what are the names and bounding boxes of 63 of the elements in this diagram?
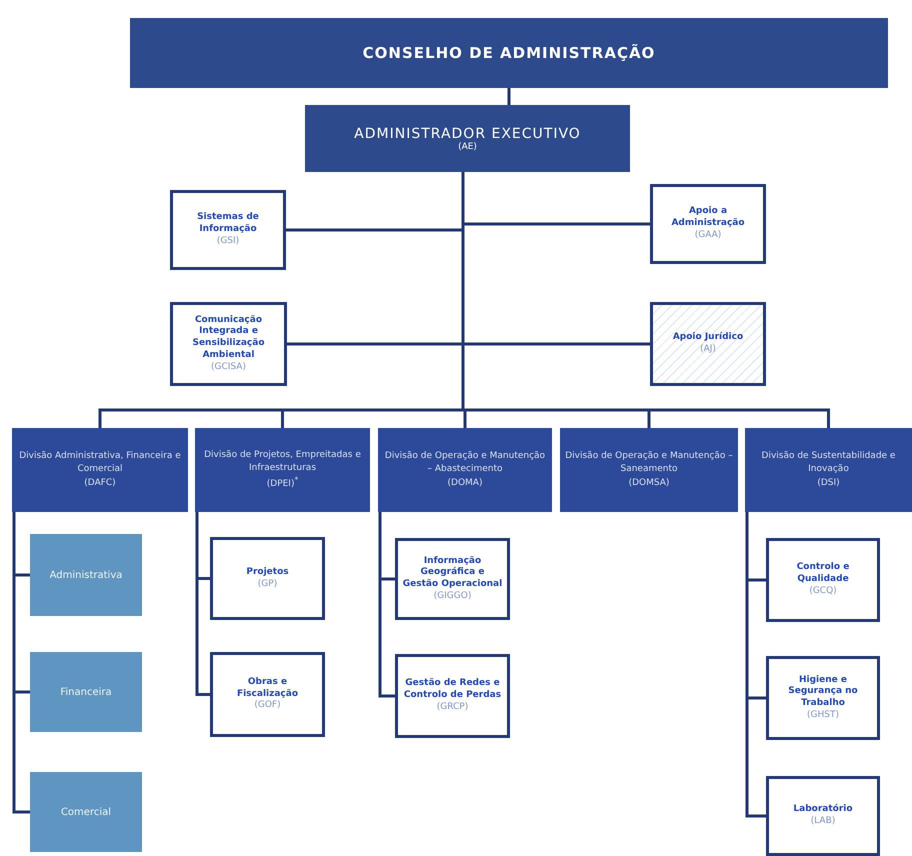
board-box <box>130 18 888 88</box>
section-box <box>30 534 142 616</box>
unit-box <box>210 652 325 737</box>
unit-code: (DPEI)$^{*}$ <box>266 475 298 492</box>
division-box <box>560 428 738 512</box>
unit-name: Divisão Administrativa, Financeira e Comercial <box>18 450 182 476</box>
unit-box <box>766 538 880 622</box>
unit-name: Gestão de Redes e Controlo de Perdas <box>402 678 502 702</box>
unit-code: (GCQ) <box>809 586 837 598</box>
section-box <box>30 772 142 852</box>
unit-name: Divisão de Operação e Manutenção – Saneamento <box>564 450 734 476</box>
unit-name: Comercial <box>60 806 112 818</box>
connector-line <box>746 512 766 818</box>
unit-code: (GAA) <box>694 230 722 242</box>
unit-name: CONSELHO DE ADMINISTRAÇÃO <box>362 44 656 62</box>
division-box <box>195 428 370 512</box>
unit-name: Projetos <box>246 566 289 578</box>
unit-name: ADMINISTRADOR EXECUTIVO <box>354 126 581 142</box>
unit-name: Comunicação Integrada e Sensibilização Ambiental <box>191 314 266 362</box>
unit-name: Informação Geográfica e Gestão Operacional <box>402 556 503 591</box>
unit-name: Financeira <box>60 686 112 698</box>
unit-name: Apoio Jurídico <box>672 332 744 344</box>
unit-code: (GP) <box>258 578 278 590</box>
unit-name: Divisão de Projetos, Empreitadas e Infraestruturas <box>203 448 362 475</box>
unit-box <box>395 538 510 620</box>
unit-box <box>210 537 325 620</box>
unit-box <box>766 776 880 856</box>
unit-code: (LAB) <box>810 816 836 828</box>
executive-box <box>305 105 630 172</box>
section-box <box>30 652 142 732</box>
unit-code: (GHST) <box>807 710 839 722</box>
unit-name: Divisão de Operação e Manutenção – Abastecimento <box>384 450 546 476</box>
unit-name: Laboratório <box>793 804 853 816</box>
division-box <box>12 428 188 512</box>
unit-name: Sistemas de Informação <box>196 212 260 236</box>
unit-name: Divisão de Sustentabilidade e Inovação <box>760 450 896 476</box>
unit-code: (DOMSA) <box>628 476 670 490</box>
staff-unit-box <box>170 190 286 270</box>
unit-code: (DAFC) <box>84 476 116 490</box>
connector-line <box>508 88 510 105</box>
unit-code: (GSI) <box>216 236 240 248</box>
unit-code: (GCISA) <box>211 362 246 374</box>
unit-code: (GIGGO) <box>434 590 472 602</box>
unit-name: Administrativa <box>50 570 122 580</box>
division-box <box>378 428 552 512</box>
unit-code: (GOF) <box>254 700 281 712</box>
unit-code: (AE) <box>458 142 477 152</box>
division-box <box>745 428 912 512</box>
unit-name: Apoio a Administração <box>670 206 746 230</box>
unit-name: Controlo e Qualidade <box>796 562 850 586</box>
connector-line <box>378 512 395 698</box>
unit-box <box>766 656 880 740</box>
unit-code: (DOMA) <box>448 476 482 490</box>
unit-name: Obras e Fiscalização <box>236 676 300 700</box>
unit-code: (AJ) <box>700 344 716 356</box>
unit-box <box>395 654 510 738</box>
unit-name: Higiene e Segurança no Trabalho <box>787 674 859 710</box>
staff-unit-box <box>650 184 766 264</box>
unit-code: (GRCP) <box>436 702 468 714</box>
staff-unit-box <box>170 302 287 386</box>
hatched-unit-box <box>650 302 766 386</box>
unit-code: (DSI) <box>817 476 840 490</box>
connector-line <box>12 512 30 814</box>
